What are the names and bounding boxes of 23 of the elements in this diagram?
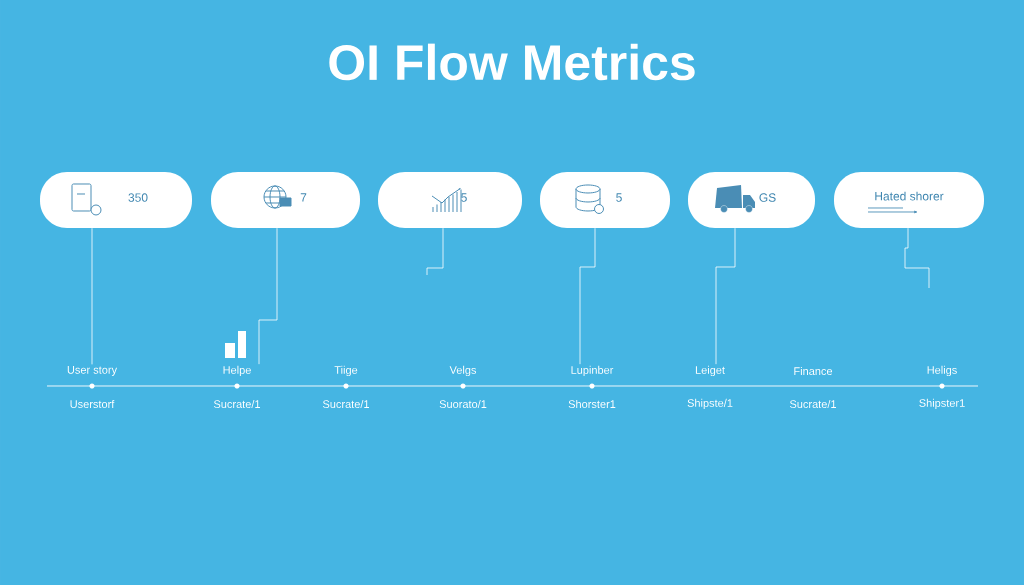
sub-label: Userstorf bbox=[70, 399, 115, 408]
connector-line bbox=[904, 227, 930, 289]
connector-line bbox=[91, 227, 93, 365]
connector-line bbox=[579, 227, 596, 365]
stage-label: Finance bbox=[794, 366, 833, 376]
connector-line bbox=[258, 227, 278, 365]
stage-label: User story bbox=[67, 366, 118, 376]
stage-label: Lupinber bbox=[571, 365, 614, 377]
sub-label: Shipste/1 bbox=[687, 398, 733, 410]
stage-label: Velgs bbox=[449, 365, 477, 377]
connector-line bbox=[715, 227, 736, 365]
title: OI Flow Metrics bbox=[329, 43, 695, 81]
sub-label: Sucrate/1 bbox=[322, 399, 369, 409]
sub-label: Shorster1 bbox=[568, 399, 616, 409]
sub-label: Shipster1 bbox=[919, 398, 965, 410]
connector-line bbox=[426, 227, 444, 276]
stage-label: Helpe bbox=[223, 365, 251, 377]
sub-label: Suorato/1 bbox=[439, 399, 487, 409]
stage-label: Leiget bbox=[695, 365, 725, 377]
stage-label: Tiige bbox=[334, 365, 358, 377]
stage-label: Heligs bbox=[927, 365, 957, 377]
sub-label: Sucrate/1 bbox=[213, 399, 260, 409]
sub-label: Sucrate/1 bbox=[789, 399, 836, 409]
